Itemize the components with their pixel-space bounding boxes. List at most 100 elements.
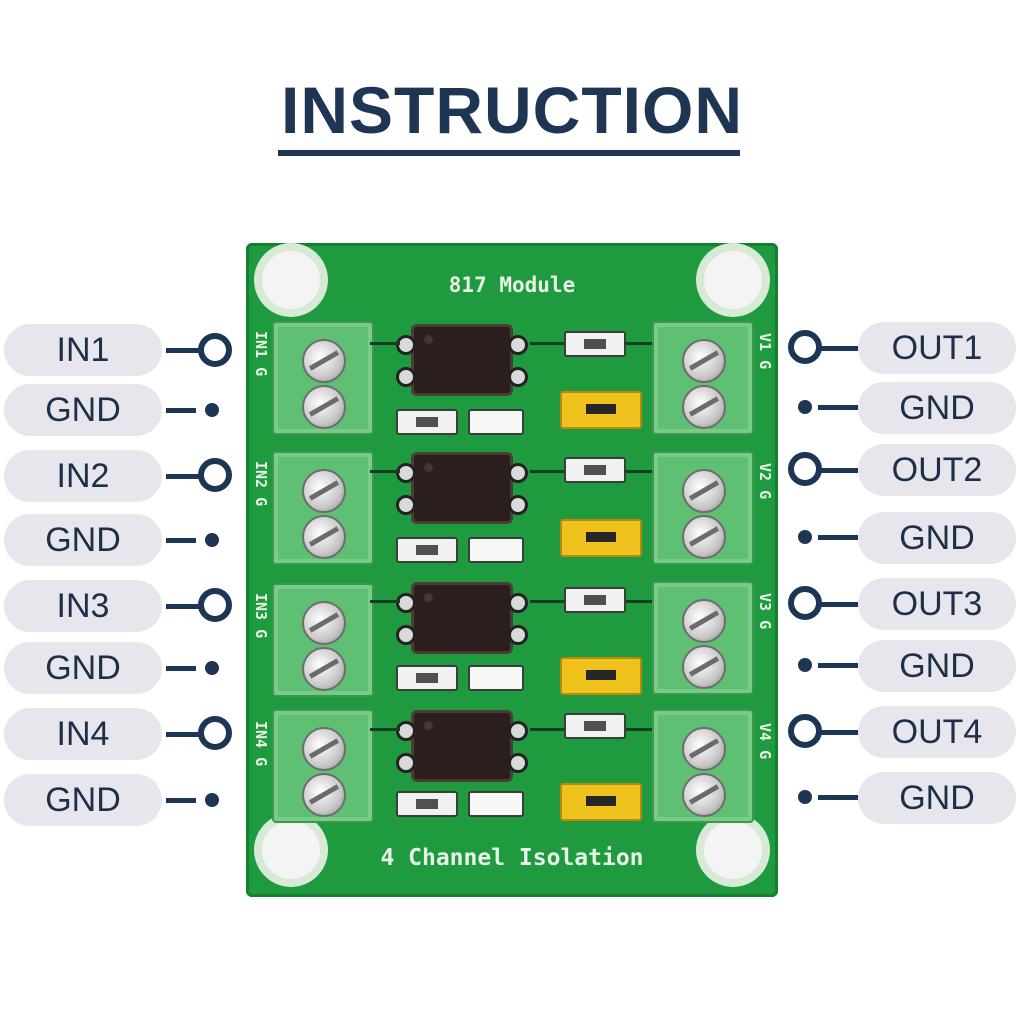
pin-dot-icon bbox=[798, 530, 812, 544]
screw-icon bbox=[682, 599, 726, 643]
pin-dot-icon bbox=[798, 790, 812, 804]
leader-line bbox=[818, 346, 858, 351]
screw-icon bbox=[682, 645, 726, 689]
mounting-hole bbox=[704, 821, 762, 879]
pcb-trace bbox=[626, 600, 656, 603]
resistor bbox=[396, 665, 458, 691]
output-terminal-block bbox=[652, 451, 754, 565]
pcb-trace bbox=[530, 728, 564, 731]
pin-pad bbox=[396, 625, 416, 645]
pin-label-out2: OUT2 bbox=[858, 444, 1016, 496]
pcb-trace bbox=[370, 342, 400, 345]
screw-icon bbox=[682, 727, 726, 771]
mounting-hole bbox=[704, 251, 762, 309]
optocoupler-chip bbox=[414, 455, 510, 521]
pin-label-gnd: GND bbox=[4, 774, 162, 826]
screw-icon bbox=[302, 339, 346, 383]
pin-dot-icon bbox=[205, 661, 219, 675]
output-terminal-block bbox=[652, 581, 754, 695]
pin-pad bbox=[396, 593, 416, 613]
pin-ring-icon bbox=[788, 452, 822, 486]
resistor bbox=[564, 331, 626, 357]
pin-ring-icon bbox=[198, 458, 232, 492]
pcb-trace bbox=[626, 470, 656, 473]
pin-label-out3: OUT3 bbox=[858, 578, 1016, 630]
jumper bbox=[560, 519, 642, 557]
pin-ring-icon bbox=[788, 714, 822, 748]
leader-line bbox=[166, 348, 206, 353]
pin-dot-icon bbox=[798, 658, 812, 672]
title-underline bbox=[278, 150, 740, 156]
pcb-trace bbox=[626, 342, 656, 345]
output-pin-label: V1 G bbox=[756, 333, 774, 370]
pin-pad bbox=[508, 593, 528, 613]
pin-ring-icon bbox=[788, 586, 822, 620]
optocoupler-chip bbox=[414, 713, 510, 779]
optocoupler-chip bbox=[414, 585, 510, 651]
pin-pad bbox=[508, 625, 528, 645]
resistor bbox=[396, 537, 458, 563]
output-pin-label: V3 G bbox=[756, 593, 774, 630]
pcb-trace bbox=[530, 600, 564, 603]
pin-pad bbox=[508, 335, 528, 355]
pin-pad bbox=[508, 753, 528, 773]
pin-label-out4: OUT4 bbox=[858, 706, 1016, 758]
screw-icon bbox=[682, 773, 726, 817]
screw-icon bbox=[302, 647, 346, 691]
pcb-trace bbox=[626, 728, 656, 731]
pcb-trace bbox=[370, 728, 400, 731]
resistor bbox=[396, 791, 458, 817]
pin-pad bbox=[508, 721, 528, 741]
mounting-hole bbox=[262, 251, 320, 309]
leader-line bbox=[818, 730, 858, 735]
screw-icon bbox=[302, 727, 346, 771]
pcb-trace bbox=[370, 470, 400, 473]
screw-icon bbox=[682, 339, 726, 383]
optocoupler-chip bbox=[414, 327, 510, 393]
pin-pad bbox=[508, 463, 528, 483]
pin-label-in4: IN4 bbox=[4, 708, 162, 760]
output-terminal-block bbox=[652, 709, 754, 823]
pin-pad bbox=[396, 335, 416, 355]
input-pin-label: IN3 G bbox=[252, 593, 270, 639]
pin-label-gnd: GND bbox=[4, 384, 162, 436]
input-pin-label: IN4 G bbox=[252, 721, 270, 767]
pin-ring-icon bbox=[198, 333, 232, 367]
jumper bbox=[560, 391, 642, 429]
led bbox=[468, 409, 524, 435]
screw-icon bbox=[682, 385, 726, 429]
pin-ring-icon bbox=[198, 716, 232, 750]
board-footer: 4 Channel Isolation bbox=[380, 845, 644, 871]
resistor bbox=[564, 457, 626, 483]
pin-dot-icon bbox=[205, 533, 219, 547]
output-pin-label: V2 G bbox=[756, 463, 774, 500]
pin-ring-icon bbox=[788, 330, 822, 364]
leader-line bbox=[818, 405, 858, 410]
led bbox=[468, 791, 524, 817]
jumper bbox=[560, 657, 642, 695]
pin-pad bbox=[396, 495, 416, 515]
led bbox=[468, 537, 524, 563]
pin-label-gnd: GND bbox=[858, 382, 1016, 434]
pin-label-in3: IN3 bbox=[4, 580, 162, 632]
pcb-trace bbox=[530, 470, 564, 473]
pin-pad bbox=[396, 753, 416, 773]
pin-label-gnd: GND bbox=[858, 640, 1016, 692]
pin-label-gnd: GND bbox=[858, 512, 1016, 564]
screw-icon bbox=[302, 773, 346, 817]
input-terminal-block bbox=[272, 583, 374, 697]
leader-line bbox=[818, 602, 858, 607]
led bbox=[468, 665, 524, 691]
output-pin-label: V4 G bbox=[756, 723, 774, 760]
pcb-trace bbox=[370, 600, 400, 603]
pin-pad bbox=[508, 495, 528, 515]
screw-icon bbox=[302, 469, 346, 513]
jumper bbox=[560, 783, 642, 821]
pin-dot-icon bbox=[205, 793, 219, 807]
leader-line bbox=[166, 666, 196, 671]
pin-pad bbox=[396, 367, 416, 387]
leader-line bbox=[166, 538, 196, 543]
input-terminal-block bbox=[272, 709, 374, 823]
input-pin-label: IN1 G bbox=[252, 331, 270, 377]
page-title: INSTRUCTION bbox=[281, 73, 743, 147]
